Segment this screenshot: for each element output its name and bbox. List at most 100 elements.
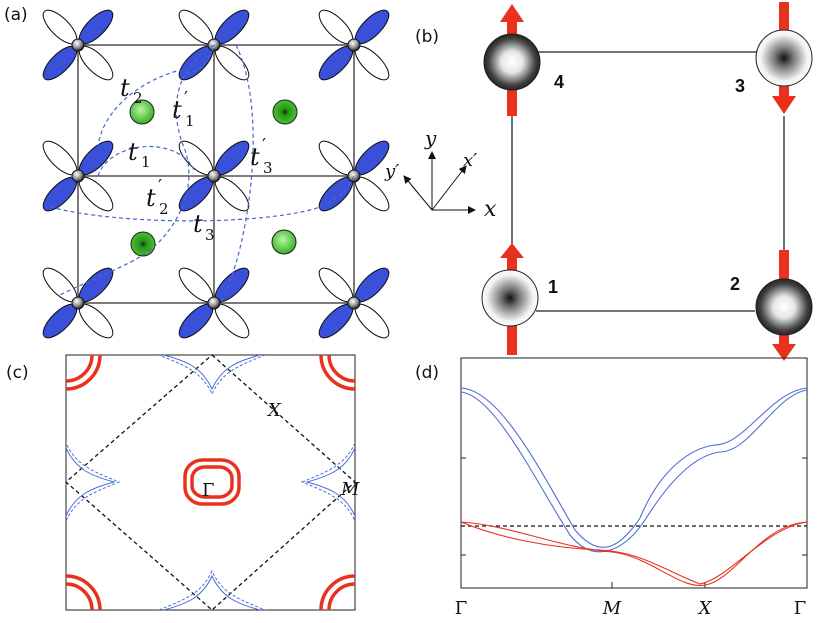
- point-gamma: Γ: [202, 480, 215, 501]
- spin-arrow-site-2: [772, 250, 796, 361]
- axis-xp-label: x′: [463, 150, 477, 171]
- cu-atom: [347, 296, 361, 310]
- axis-y-label: y: [424, 126, 437, 150]
- hop-t3-base: t: [193, 210, 203, 238]
- xtick-X: X: [697, 598, 713, 619]
- band-red-2: [461, 521, 807, 585]
- fs-red-gamma-2: [190, 465, 234, 499]
- fs-blue-pocket-2-1: [162, 574, 262, 610]
- hop-t3-sub: 3: [205, 226, 215, 244]
- site-label-4: 4: [554, 72, 564, 92]
- hop-t1-base: t: [128, 138, 138, 166]
- y-ticks: [461, 457, 807, 556]
- fs-red-gamma-1: [183, 458, 241, 506]
- green-atom-3: [130, 231, 156, 257]
- band-red-1: [461, 521, 807, 586]
- fs-blue-pocket-1-2: [157, 355, 267, 396]
- hop-t3p-base: t: [250, 143, 260, 171]
- panel-b-spin-plaquette: 1 2 3 4 x y x′ y′: [384, 2, 813, 361]
- hop-t3prime: t ′ 3: [250, 135, 273, 177]
- panel-d-band-structure: Γ M X Γ: [455, 357, 808, 619]
- hop-t3p-prime: ′: [262, 135, 266, 156]
- hopping-labels: t 2 t ′ 1 t 1 t ′ 3 t ′ 2: [120, 74, 273, 244]
- plaquette-edges: [511, 51, 785, 312]
- axes-diagram: [403, 151, 476, 214]
- cu-atom: [347, 169, 361, 183]
- hop-t2p-sub: 2: [159, 200, 169, 218]
- hop-t1: t 1: [128, 138, 151, 171]
- cu-site-2: [178, 9, 250, 81]
- cu-site-9: [318, 267, 390, 339]
- hop-t2: t 2: [120, 74, 143, 107]
- fermi-pockets-blue: [66, 355, 355, 610]
- cu-site-8: [178, 267, 250, 339]
- hop-t2p-prime: ′: [158, 176, 162, 197]
- fs-blue-pocket-2-2: [157, 569, 267, 610]
- hop-t3p-sub: 3: [263, 159, 273, 177]
- spin-site-2: [755, 278, 813, 336]
- hop-t1p-base: t: [172, 96, 182, 124]
- fs-blue-pocket-1-1: [162, 355, 262, 391]
- hop-t1-sub: 1: [141, 153, 151, 171]
- band-blue-1: [461, 387, 807, 548]
- panel-label-a: (a): [4, 5, 28, 25]
- cu-site-1: [42, 9, 114, 81]
- cu-atom: [71, 296, 85, 310]
- xtick-M: M: [602, 598, 622, 619]
- panel-c-fermi-surface: Γ X M: [65, 354, 360, 611]
- xtick-gamma-left: Γ: [455, 598, 468, 619]
- cu-site-7: [42, 267, 114, 339]
- axis-yp-label: y′: [384, 161, 399, 182]
- magnetic-bz: [65, 354, 356, 611]
- hopping-paths: [49, 44, 355, 303]
- fs-blue-pocket-3-1: [66, 446, 116, 518]
- green-atoms: [129, 99, 298, 257]
- cu-atom: [207, 296, 221, 310]
- xtick-gamma-right: Γ: [794, 598, 807, 619]
- band-blue-2: [461, 389, 807, 553]
- hop-t1prime: t ′ 1: [172, 88, 195, 130]
- hop-t1p-prime: ′: [184, 88, 188, 109]
- cu-site-3: [318, 9, 390, 81]
- cu-atom: [207, 169, 221, 183]
- cu-site-4: [42, 140, 114, 212]
- x-ticks: [611, 582, 706, 588]
- cu-atom: [347, 38, 361, 52]
- hop-t3: t 3: [193, 210, 215, 244]
- fs-blue-pocket-4-1: [305, 446, 355, 518]
- axis-x-label: x: [484, 197, 497, 222]
- hop-t2-base: t: [120, 74, 130, 102]
- green-atom-1: [129, 99, 155, 125]
- dxy-orbitals: [42, 9, 390, 339]
- site-label-3: 3: [735, 76, 745, 96]
- spin-arrow-site-3: [772, 2, 796, 114]
- panel-a-lattice: t 2 t ′ 1 t 1 t ′ 3 t ′ 2: [42, 9, 390, 339]
- site-label-2: 2: [730, 274, 740, 294]
- panel-label-d: (d): [415, 363, 439, 383]
- fermi-pockets-red: [66, 355, 355, 610]
- hop-t1p-sub: 1: [185, 112, 195, 130]
- fs-blue-pocket-3-2: [66, 441, 121, 523]
- hop-t2-sub: 2: [133, 89, 143, 107]
- hop-t2prime: t ′ 2: [146, 176, 169, 218]
- cu-site-5: [178, 140, 250, 212]
- point-M: M: [340, 479, 360, 500]
- spin-site-4: [483, 33, 541, 91]
- cu-atom: [71, 169, 85, 183]
- spin-site-1: [481, 269, 539, 327]
- site-label-1: 1: [548, 277, 558, 297]
- green-atom-4: [271, 229, 297, 255]
- spin-arrow-site-4: [500, 4, 524, 116]
- spin-site-3: [755, 29, 813, 87]
- panel-label-b: (b): [415, 27, 439, 47]
- green-atom-2: [272, 99, 298, 125]
- band-curves: [461, 387, 807, 586]
- spin-arrow-site-1: [500, 243, 524, 355]
- cu-site-6: [318, 140, 390, 212]
- band-frame: [460, 357, 808, 589]
- cu-atom: [71, 38, 85, 52]
- panel-label-c: (c): [6, 363, 29, 383]
- hop-t2p-base: t: [146, 184, 156, 212]
- point-X: X: [266, 400, 282, 421]
